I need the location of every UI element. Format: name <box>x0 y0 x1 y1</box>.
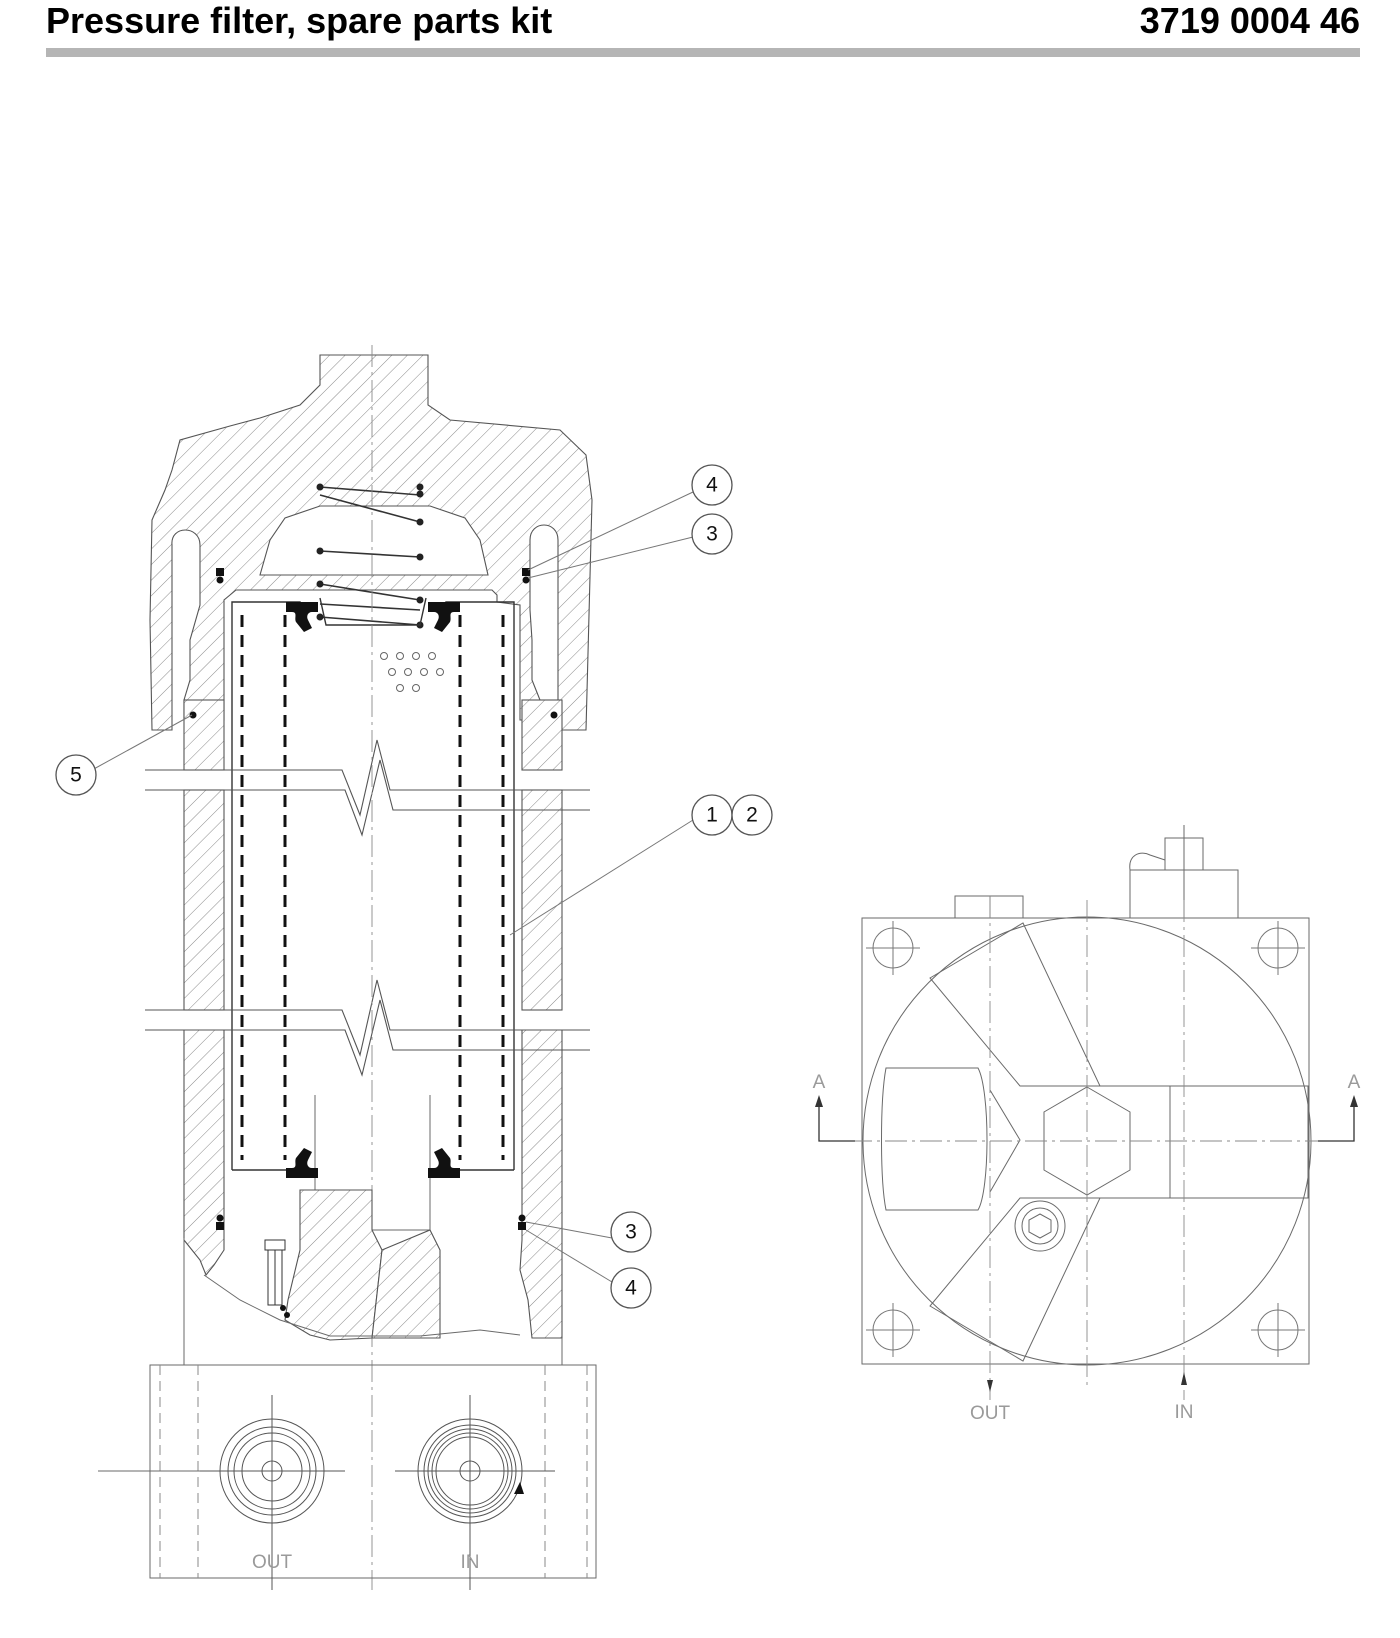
chevron-notch <box>989 1089 1021 1193</box>
leader-top-3 <box>527 536 694 579</box>
valve-spring <box>319 486 421 626</box>
bowl-wall-right-lower <box>519 1029 563 1339</box>
callout-mid-2: 2 <box>746 804 758 827</box>
out-port-front <box>200 1395 345 1590</box>
bottom-seal-left <box>286 1148 318 1178</box>
orings-top <box>189 568 558 719</box>
callout-mid-1: 1 <box>706 804 718 827</box>
top-out-label: OUT <box>970 1403 1011 1424</box>
callout-left-5: 5 <box>70 764 82 787</box>
front-out-label: OUT <box>252 1552 293 1573</box>
page-title: Pressure filter, spare parts kit <box>46 0 553 41</box>
section-arrow-right <box>1350 1095 1358 1107</box>
radial-block-top <box>929 922 1101 1087</box>
leader-bottom-3 <box>525 1221 613 1239</box>
section-marker-left <box>818 1105 855 1142</box>
top-seal-left <box>286 602 318 632</box>
perforations <box>380 652 444 692</box>
filter-element <box>231 601 515 1178</box>
orings-bottom <box>216 1214 526 1318</box>
callout-circle-bottom-4 <box>610 1267 652 1309</box>
break-line-upper <box>145 739 590 837</box>
bottom-seal-right <box>428 1148 460 1178</box>
bowl-wall-right-mid <box>521 789 563 1011</box>
top-view: OUT IN A A <box>813 825 1361 1424</box>
bowl-wall-left-lower <box>183 1029 225 1277</box>
left-boss <box>881 1067 988 1211</box>
leader-left-5 <box>91 714 193 771</box>
callout-top-4: 4 <box>706 474 718 497</box>
callouts: 4 3 5 1 2 3 4 <box>55 464 773 1309</box>
top-boss-left <box>954 895 1024 919</box>
spring-wire-dots <box>316 483 424 629</box>
leader-mid-1 <box>509 819 694 936</box>
callout-circle-bottom-3 <box>610 1211 652 1253</box>
break-line-lower <box>145 979 590 1077</box>
section-label-left: A <box>813 1072 826 1093</box>
lower-body-bottom <box>203 1274 521 1337</box>
top-in-label: IN <box>1175 1402 1194 1423</box>
bowl-wall-right-upper <box>521 699 563 771</box>
callout-bottom-4: 4 <box>625 1277 637 1300</box>
section-view: OUT IN <box>98 345 597 1590</box>
callout-circle-mid-2 <box>731 794 773 836</box>
callout-circle-top-3 <box>691 513 733 555</box>
drain-valve <box>264 1239 286 1306</box>
out-arrow <box>987 1380 993 1392</box>
callout-circle-left-5 <box>55 754 97 796</box>
front-in-label: IN <box>461 1552 480 1573</box>
lower-body-section-2 <box>371 1229 441 1339</box>
section-label-right: A <box>1348 1072 1361 1093</box>
callout-top-3: 3 <box>706 523 718 546</box>
lower-body-section <box>284 1189 383 1341</box>
radial-block-right <box>1100 1085 1309 1199</box>
leader-top-4 <box>527 491 694 571</box>
in-port-front <box>395 1395 555 1590</box>
bowl-wall-left-upper <box>183 699 225 771</box>
drain-plug-top <box>1014 1200 1066 1252</box>
page-header: Pressure filter, spare parts kit 3719 00… <box>46 0 1360 60</box>
header-rule <box>46 48 1360 57</box>
bowl-wall-left-mid <box>183 789 225 1011</box>
in-port-marker <box>514 1482 524 1494</box>
leader-bottom-4 <box>525 1229 613 1283</box>
part-number: 3719 0004 46 <box>1139 0 1360 41</box>
element-top-cap <box>319 597 427 626</box>
in-arrow <box>1181 1372 1187 1385</box>
head-inner-cavity <box>259 505 489 576</box>
corner-bolts <box>866 921 1305 1357</box>
section-arrow-left <box>815 1095 823 1107</box>
top-seal-right <box>428 602 460 632</box>
section-marker-right <box>1318 1105 1355 1142</box>
callout-bottom-3: 3 <box>625 1221 637 1244</box>
callout-circle-top-4 <box>691 464 733 506</box>
